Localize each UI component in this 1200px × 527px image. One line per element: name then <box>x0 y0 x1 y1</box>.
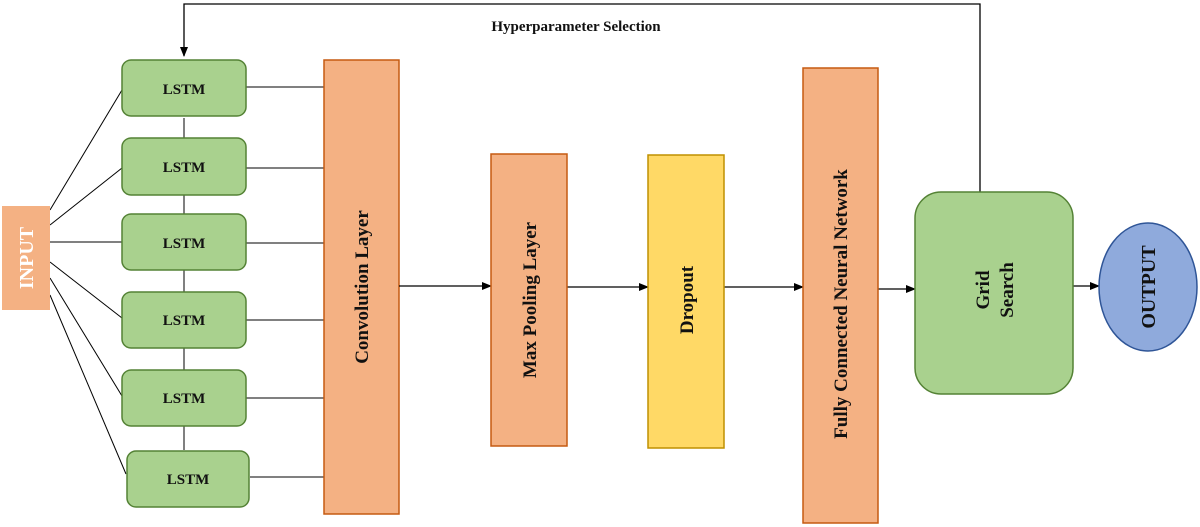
max-pooling-layer: Max Pooling Layer <box>490 153 568 447</box>
lstm-label: LSTM <box>163 82 206 98</box>
lstm-cell-2: LSTM <box>121 137 247 196</box>
lstm-label: LSTM <box>163 391 206 407</box>
lstm-cell-4: LSTM <box>121 291 247 349</box>
convolution-layer: Convolution Layer <box>323 59 400 515</box>
grid-search-block: Grid Search <box>914 191 1074 395</box>
lstm-cell-3: LSTM <box>121 213 247 271</box>
input-fanout-connectors <box>49 89 127 475</box>
output-block: OUTPUT <box>1098 222 1198 352</box>
lstm-cell-5: LSTM <box>121 369 247 427</box>
grid-search-label-line1: Grid <box>973 270 994 309</box>
lstm-cell-6: LSTM <box>126 450 250 508</box>
output-label: OUTPUT <box>1138 245 1160 329</box>
max-pooling-layer-label: Max Pooling Layer <box>520 221 541 378</box>
input-block <box>2 206 50 310</box>
fully-connected-layer: Fully Connected Neural Network <box>802 67 879 524</box>
lstm-cell-1: LSTM <box>121 59 247 117</box>
lstm-label: LSTM <box>167 472 210 488</box>
convolution-layer-label: Convolution Layer <box>352 210 373 364</box>
dropout-layer-label: Dropout <box>677 265 698 334</box>
feedback-loop-connector <box>180 3 981 192</box>
lstm-to-conv-connectors <box>246 86 324 478</box>
lstm-label: LSTM <box>163 236 206 252</box>
dropout-layer: Dropout <box>647 154 725 449</box>
fully-connected-layer-label: Fully Connected Neural Network <box>831 169 852 439</box>
grid-search-label-line2: Search <box>997 262 1018 318</box>
feedback-label: Hyperparameter Selection <box>491 19 661 35</box>
lstm-label: LSTM <box>163 160 206 176</box>
input-label: INPUT <box>16 226 38 289</box>
lstm-label: LSTM <box>163 313 206 329</box>
